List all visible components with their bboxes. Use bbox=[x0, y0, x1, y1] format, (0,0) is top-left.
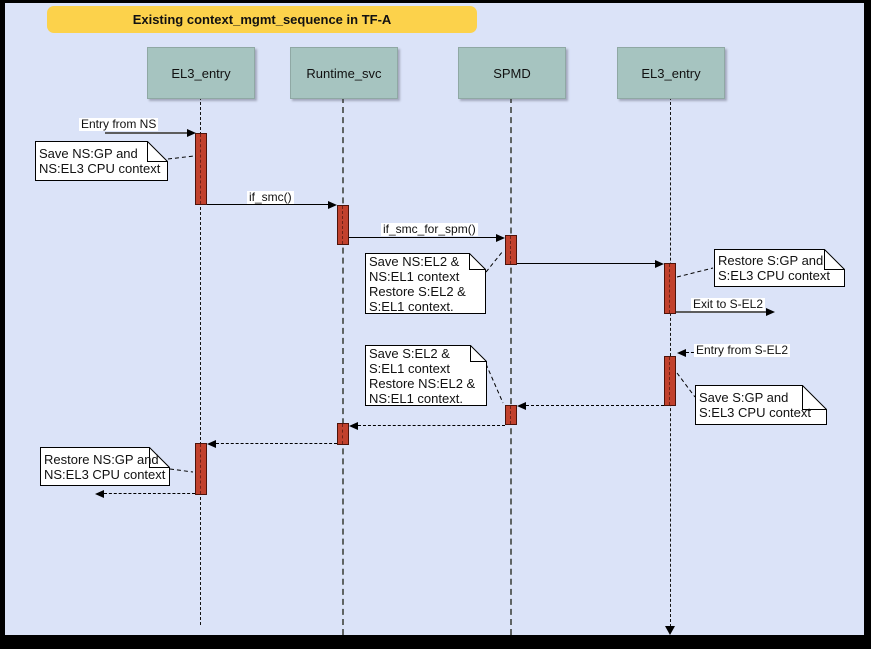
activation-runtime-svc-a bbox=[337, 205, 349, 245]
lifeline-end-arrow-icon bbox=[665, 626, 675, 635]
message-entry-from-sel2-label: Entry from S-EL2 bbox=[694, 343, 791, 357]
message-entry-from-ns-line bbox=[105, 132, 187, 134]
note-save-ns-gp: Save NS:GP and NS:EL3 CPU context bbox=[35, 141, 168, 181]
lifeline-head-el3-entry-2: EL3_entry bbox=[617, 47, 725, 99]
activation-spmd-a bbox=[505, 235, 517, 265]
arrowhead-icon bbox=[207, 440, 216, 448]
message-exit-to-sel2-line bbox=[676, 311, 766, 313]
arrowhead-icon bbox=[95, 490, 104, 498]
activation-el3-entry-1-a bbox=[195, 133, 207, 205]
note-shape bbox=[714, 249, 845, 287]
note-restore-ns-gp: Restore NS:GP and NS:EL3 CPU context bbox=[40, 447, 170, 486]
diagram-title: Existing context_mgmt_sequence in TF-A bbox=[47, 6, 477, 33]
arrowhead-icon bbox=[187, 129, 196, 137]
lifeline-head-runtime-svc: Runtime_svc bbox=[290, 47, 398, 99]
note-shape bbox=[35, 141, 168, 181]
activation-el3-entry-1-b bbox=[195, 443, 207, 495]
arrowhead-icon bbox=[655, 260, 664, 268]
note-shape bbox=[365, 253, 486, 314]
message-return-spmd-to-runtime-line bbox=[358, 425, 505, 426]
activation-spmd-b bbox=[505, 405, 517, 425]
message-exit-to-sel2-label: Exit to S-EL2 bbox=[691, 297, 766, 311]
note-shape bbox=[40, 447, 170, 486]
message-spmd-to-el3-line bbox=[517, 263, 655, 264]
note-restore-s-gp: Restore S:GP and S:EL3 CPU context bbox=[714, 249, 845, 287]
diagram-canvas bbox=[5, 3, 864, 635]
arrowhead-icon bbox=[766, 308, 775, 316]
message-if-smc-label: if_smc() bbox=[247, 190, 294, 204]
note-shape bbox=[365, 345, 487, 406]
activation-runtime-svc-b bbox=[337, 423, 349, 445]
activation-el3-entry-2-a bbox=[664, 263, 676, 314]
lifeline-spmd bbox=[510, 97, 512, 635]
message-return-to-ns-line bbox=[104, 493, 195, 494]
note-shape bbox=[695, 385, 827, 425]
lifeline-runtime-svc bbox=[342, 97, 344, 635]
message-if-smc-for-spm-label: if_smc_for_spm() bbox=[381, 222, 478, 236]
message-return-runtime-to-el3-line bbox=[216, 443, 337, 444]
lifeline-head-spmd: SPMD bbox=[458, 47, 566, 99]
note-text: Save NS:EL2 & NS:EL1 context Restore S:E… bbox=[369, 253, 466, 314]
message-if-smc-for-spm-line bbox=[349, 237, 496, 238]
message-if-smc-line bbox=[207, 204, 328, 205]
note-text: Save S:GP and S:EL3 CPU context bbox=[699, 390, 811, 420]
note-text: Save S:EL2 & S:EL1 context Restore NS:EL… bbox=[369, 345, 476, 406]
activation-el3-entry-2-b bbox=[664, 356, 676, 406]
arrowhead-icon bbox=[349, 422, 358, 430]
note-text: Save NS:GP and NS:EL3 CPU context bbox=[39, 146, 161, 176]
arrowhead-icon bbox=[328, 201, 337, 209]
note-text: Restore S:GP and S:EL3 CPU context bbox=[718, 253, 830, 283]
message-return-el3-to-spmd-line bbox=[526, 405, 664, 406]
note-save-sel2-restore-nsel2: Save S:EL2 & S:EL1 context Restore NS:EL… bbox=[365, 345, 487, 406]
note-save-nsel2-restore-sel2: Save NS:EL2 & NS:EL1 context Restore S:E… bbox=[365, 253, 486, 314]
lifeline-el3-entry-1 bbox=[200, 97, 201, 625]
arrowhead-icon bbox=[517, 402, 526, 410]
arrowhead-icon bbox=[496, 234, 505, 242]
note-save-s-gp: Save S:GP and S:EL3 CPU context bbox=[695, 385, 827, 425]
arrowhead-icon bbox=[677, 349, 686, 357]
note-text: Restore NS:GP and NS:EL3 CPU context bbox=[44, 451, 166, 482]
message-entry-from-ns-label: Entry from NS bbox=[79, 117, 159, 131]
lifeline-head-el3-entry-1: EL3_entry bbox=[147, 47, 255, 99]
